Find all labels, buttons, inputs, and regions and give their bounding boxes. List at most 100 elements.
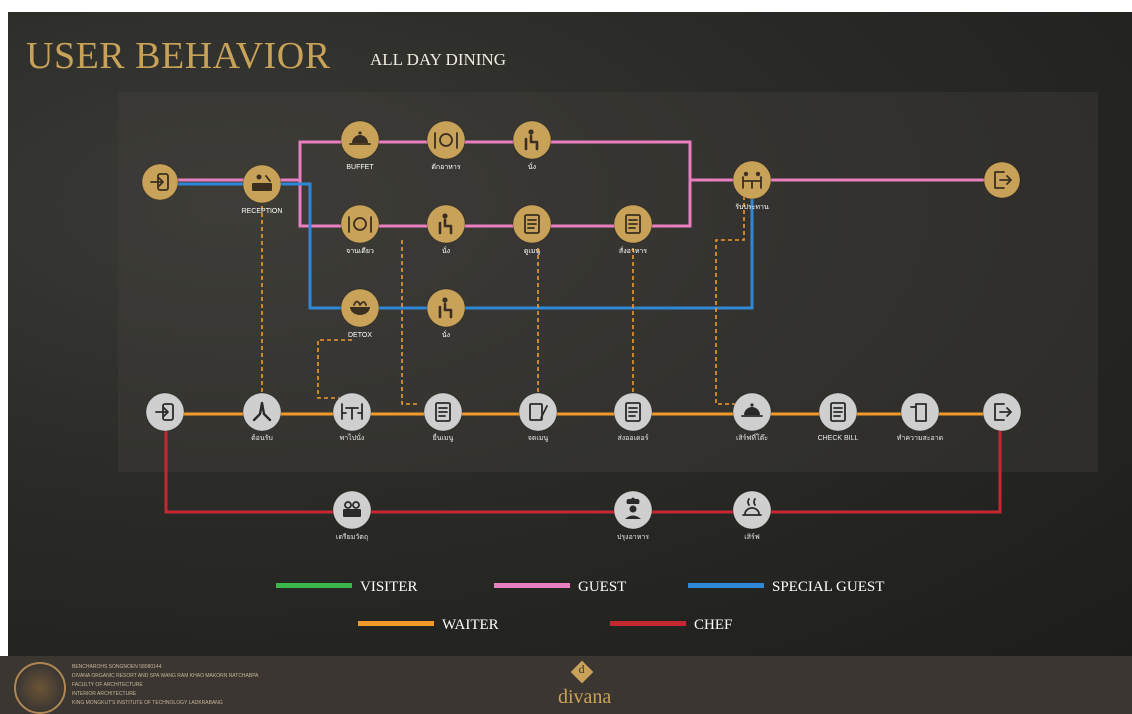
exit-icon	[994, 171, 1012, 189]
plate-cutlery-icon	[348, 216, 372, 233]
sit-1-label: นั่ง	[528, 162, 536, 171]
seated-person-icon	[438, 297, 453, 319]
legend-item: CHEF	[610, 617, 732, 633]
legend-label: CHEF	[694, 617, 732, 633]
welcome-node: ต้อนรับ	[242, 392, 282, 442]
legend-label: WAITER	[442, 617, 499, 633]
legend-swatch	[276, 583, 352, 588]
waiter-dashed-links	[261, 196, 745, 405]
dine-node: รับประทาน	[732, 160, 772, 211]
menu-card-icon	[435, 402, 451, 422]
footer-line: DIVANA ORGANIC RESORT AND SPA WANG RAM K…	[72, 673, 259, 679]
legend-swatch	[688, 583, 764, 588]
prep-label: เตรียมวัตถุ	[336, 533, 368, 541]
wai-greeting-icon	[252, 401, 272, 422]
exit-icon	[994, 403, 1012, 421]
legend-item: SPECIAL GUEST	[688, 579, 884, 595]
check-bill-label: CHECK BILL	[818, 435, 859, 442]
footer-line: FACULTY OF ARCHITECTURE	[72, 682, 143, 688]
seated-person-icon	[438, 213, 453, 235]
cook-node: ปรุงอาหาร	[613, 490, 653, 541]
plate-cutlery-icon	[434, 132, 458, 149]
legend-item: VISITER	[276, 579, 418, 595]
diagram-board	[8, 12, 1132, 656]
legend: VISITER GUEST SPECIAL GUEST WAITER CHEF	[276, 579, 884, 633]
sit-1-node: นั่ง	[512, 120, 552, 171]
to-seat-node: พาไปนั่ง	[332, 392, 372, 442]
ingredients-icon	[343, 501, 361, 517]
legend-item: WAITER	[358, 617, 499, 633]
brand-name: divana	[558, 686, 612, 708]
footer: BENCHAROHS SONGNOEN 58080144 DIVANA ORGA…	[0, 656, 1132, 714]
cloche-icon	[741, 403, 763, 417]
hot-dish-icon	[742, 498, 762, 516]
view-menu-node: ดูเมนู	[512, 204, 552, 255]
send-order-node: ส่งออเดอร์	[613, 392, 653, 442]
cleaning-node: ทำความสะอาด	[897, 392, 943, 442]
detox-label: DETOX	[348, 332, 372, 339]
serve-node: เสิร์ฟ	[732, 490, 772, 541]
notepad-icon	[529, 403, 548, 421]
dine-label: รับประทาน	[735, 203, 769, 211]
seated-person-icon	[524, 129, 539, 151]
legend-label: GUEST	[578, 579, 626, 595]
serve-food-label: เสิร์ฟที่โต๊ะ	[736, 433, 768, 442]
buffet-node: BUFFET	[340, 120, 380, 171]
legend-swatch	[610, 621, 686, 626]
serve-food-node: เสิร์ฟที่โต๊ะ	[732, 392, 772, 442]
reception-label: RECEPTION	[242, 208, 283, 215]
order-food-label: สั่งอาหาร	[619, 246, 647, 255]
sit-3-node: นั่ง	[426, 288, 466, 339]
order-sheet-icon	[625, 402, 641, 422]
spray-clean-icon	[910, 403, 927, 422]
chef-flow-nodes: เตรียมวัตถุ ปรุงอาหาร เสิร์ฟ	[332, 490, 772, 541]
order-food-node: สั่งอาหาร	[613, 204, 653, 255]
single-dish-label: จานเดียว	[346, 247, 374, 255]
welcome-node-circle	[242, 392, 282, 432]
cleaning-node-circle	[900, 392, 940, 432]
s-entry-node	[145, 392, 185, 432]
single-dish-node-circle	[340, 204, 380, 244]
legend-item: GUEST	[494, 579, 626, 595]
legend-swatch	[358, 621, 434, 626]
serve-menu-node: ยื่นเมนู	[423, 392, 463, 442]
single-dish-node: จานเดียว	[340, 204, 380, 255]
page-title: USER BEHAVIOR	[26, 35, 331, 77]
dining-people-icon	[742, 171, 762, 189]
take-food-label: ตักอาหาร	[431, 163, 460, 171]
take-food-node-circle	[426, 120, 466, 160]
note-menu-label: จดเมนู	[528, 435, 549, 442]
send-order-label: ส่งออเดอร์	[617, 434, 648, 442]
sit-2-node: นั่ง	[426, 204, 466, 255]
check-bill-node: CHECK BILL	[818, 392, 859, 442]
cloche-icon	[349, 131, 371, 145]
to-seat-label: พาไปนั่ง	[340, 433, 365, 442]
guest-paths	[170, 140, 1000, 310]
footer-line: KING MONGKUT'S INSTITUTE OF TECHNOLOGY L…	[72, 700, 223, 706]
chef-icon	[625, 497, 641, 519]
note-menu-node-circle	[518, 392, 558, 432]
sit-2-label: นั่ง	[442, 246, 450, 255]
footer-line: BENCHAROHS SONGNOEN 58080144	[72, 664, 162, 670]
legend-label: SPECIAL GUEST	[772, 579, 884, 595]
entry-icon	[150, 173, 169, 191]
legend-swatch	[494, 583, 570, 588]
page-subtitle: ALL DAY DINING	[370, 50, 506, 69]
staff-flow-nodes: ต้อนรับพาไปนั่ง ยื่นเมนู จดเมนู ส่งออเดอร์ เ…	[145, 392, 1022, 442]
reception-desk-icon	[252, 174, 272, 191]
table-chairs-icon	[341, 403, 363, 420]
menu-board-icon	[524, 214, 540, 234]
serve-node-circle	[732, 490, 772, 530]
serve-menu-label: ยื่นเมนู	[433, 433, 454, 442]
staff-paths	[164, 412, 1002, 514]
s-exit-node	[982, 392, 1022, 432]
detox-node: DETOX	[340, 288, 380, 339]
legend-label: VISITER	[360, 579, 418, 595]
view-menu-label: ดูเมนู	[524, 248, 541, 255]
cook-label: ปรุงอาหาร	[617, 534, 649, 541]
sit-3-label: นั่ง	[442, 330, 450, 339]
note-menu-node: จดเมนู	[518, 392, 558, 442]
menu-book-icon	[625, 214, 641, 234]
